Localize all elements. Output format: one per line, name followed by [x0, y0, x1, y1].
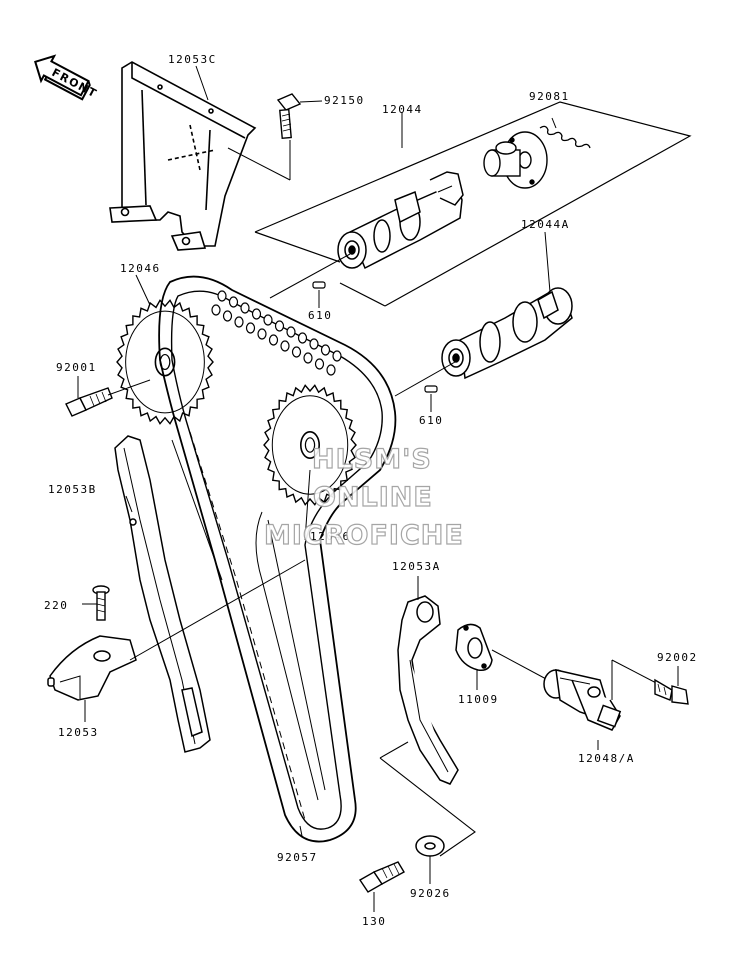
front-arrow-icon: FRONT	[34, 54, 100, 101]
chain-link	[251, 308, 262, 320]
chain-link	[297, 332, 308, 344]
chain-link	[303, 352, 313, 364]
part-label-92001: 92001	[56, 361, 97, 374]
chain-guide-12053-icon	[47, 635, 137, 701]
chain-link	[268, 334, 279, 346]
part-label-92002: 92002	[657, 651, 698, 664]
upper-chain-guide-bracket	[109, 61, 257, 251]
part-label-12048A: 12048/A	[578, 752, 635, 765]
spring-92081-icon	[539, 125, 591, 149]
part-label-92081: 92081	[529, 90, 570, 103]
chain-tensioner-12048A-icon	[543, 669, 622, 731]
part-label-12053C: 12053C	[168, 53, 217, 66]
decompressor-cam-icon	[483, 131, 548, 189]
chain-link	[234, 316, 244, 328]
leader-lines	[125, 65, 403, 837]
chain-link	[257, 328, 267, 340]
camshaft-group-outline	[254, 101, 692, 307]
pin-610-lower-icon	[424, 385, 438, 393]
bolt-130-icon	[359, 861, 405, 893]
pin-610-upper-icon	[312, 281, 326, 289]
chain-link	[217, 290, 227, 302]
chain-link	[274, 320, 285, 332]
chain-link	[309, 338, 319, 350]
screw-220-icon	[92, 585, 110, 621]
chain-links-icon	[211, 290, 342, 376]
part-label-12046-mid: 12046	[310, 530, 351, 543]
cam-chain-92057-icon	[158, 275, 397, 843]
part-label-92057: 92057	[277, 851, 318, 864]
bolt-92002-icon	[654, 678, 689, 705]
chain-link	[222, 310, 233, 322]
sprocket-12046-lower-icon	[263, 384, 357, 506]
chain-link	[291, 346, 302, 358]
chain-link	[263, 314, 273, 326]
part-label-220: 220	[44, 599, 69, 612]
watermark-line-3: MICROFICHE	[263, 520, 464, 551]
chain-link	[314, 358, 325, 370]
part-label-12053: 12053	[58, 726, 99, 739]
part-label-12044: 12044	[382, 103, 423, 116]
part-label-610-lower: 610	[419, 414, 444, 427]
part-label-12053B: 12053B	[48, 483, 97, 496]
chain-link	[326, 364, 336, 376]
part-label-12046-top: 12046	[120, 262, 161, 275]
part-label-92150: 92150	[324, 94, 365, 107]
chain-link	[245, 322, 256, 334]
watermark-line-1: HLSM'S	[311, 444, 432, 475]
part-label-12044A: 12044A	[521, 218, 570, 231]
part-label-92026: 92026	[410, 887, 451, 900]
chain-guide-12053A-icon	[397, 595, 459, 785]
camshaft-12044-icon	[337, 171, 464, 270]
chain-link	[280, 340, 290, 352]
part-label-610-upper: 610	[308, 309, 333, 322]
bolt-92001-icon	[65, 387, 113, 417]
chain-link	[228, 296, 239, 308]
watermark-line-2: ONLINE	[312, 482, 433, 513]
part-label-12053A: 12053A	[392, 560, 441, 573]
chain-link	[286, 326, 296, 338]
chain-link	[240, 302, 250, 314]
chain-link	[211, 304, 221, 316]
washer-92026-icon	[415, 835, 445, 857]
washer-group-outline	[379, 741, 476, 857]
chain-link	[320, 344, 331, 356]
part-label-130: 130	[362, 915, 387, 928]
sprocket-12046-upper-icon	[116, 299, 214, 425]
chain-guide-12053B-icon	[114, 435, 211, 753]
part-label-11009: 11009	[458, 693, 499, 706]
bolt-92150-icon	[276, 93, 302, 140]
camshaft-12044A-icon	[441, 287, 573, 380]
chain-link	[332, 350, 342, 362]
gasket-11009-icon	[455, 623, 493, 672]
